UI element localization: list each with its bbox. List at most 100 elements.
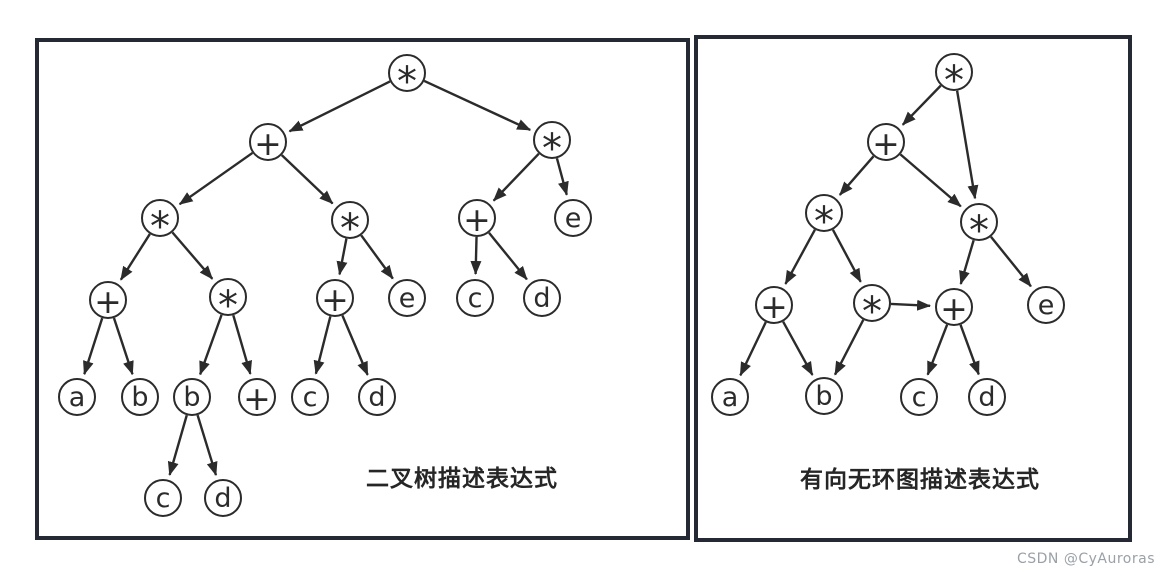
edge-dag-g6-g10 — [833, 319, 865, 376]
binary-tree-node-t15: b — [121, 378, 159, 416]
edge-dag-g5-g10 — [782, 321, 814, 376]
edge-dag-g6-g7 — [890, 299, 932, 311]
node-label: * — [340, 206, 360, 252]
node-label: + — [321, 279, 349, 319]
dag-node-g10: b — [805, 377, 843, 415]
node-label: * — [862, 289, 882, 335]
edge-binary-tree-t2-t4 — [178, 151, 254, 206]
node-label: d — [214, 482, 232, 514]
edge-binary-tree-t9-t17 — [232, 314, 252, 375]
dag-node-g9: a — [711, 378, 749, 416]
node-label: * — [944, 58, 964, 104]
binary-tree-node-t6: + — [458, 199, 496, 237]
binary-tree-node-t18: c — [291, 378, 329, 416]
binary-tree-node-t8: + — [89, 281, 127, 319]
node-label: * — [218, 283, 238, 329]
edge-dag-g1-g2 — [901, 84, 942, 126]
binary-tree-panel — [35, 38, 690, 540]
dag-panel — [694, 35, 1132, 542]
edge-binary-tree-t10-t18 — [313, 316, 332, 375]
dag-node-g3: * — [805, 194, 843, 242]
binary-tree-node-t16: b — [173, 378, 211, 416]
binary-tree-caption: 二叉树描述表达式 — [366, 466, 558, 492]
edge-binary-tree-t4-t9 — [171, 231, 214, 280]
node-label: b — [183, 381, 201, 413]
dag-node-g8: e — [1027, 286, 1065, 324]
edge-dag-g4-g7 — [959, 239, 975, 285]
node-label: a — [68, 381, 86, 413]
edge-binary-tree-t8-t14 — [83, 317, 104, 376]
edge-binary-tree-t1-t3 — [423, 79, 532, 132]
node-label: d — [533, 282, 551, 314]
dag-node-g2: + — [867, 123, 905, 161]
dag-node-g1: * — [935, 53, 973, 101]
edge-binary-tree-t10-t19 — [341, 315, 369, 376]
edge-dag-g2-g4 — [899, 153, 962, 208]
dag-node-g12: d — [968, 378, 1006, 416]
dag-node-g7: + — [935, 288, 973, 326]
node-label: * — [814, 199, 834, 245]
node-label: c — [302, 381, 318, 413]
edge-dag-g4-g8 — [990, 236, 1032, 288]
edge-binary-tree-t2-t5 — [280, 154, 334, 205]
node-label: e — [1037, 289, 1055, 321]
dag-node-g6: * — [853, 284, 891, 332]
edge-dag-g2-g3 — [838, 155, 875, 196]
node-label: * — [397, 59, 417, 105]
node-label: + — [254, 123, 282, 163]
node-label: e — [564, 202, 582, 234]
edge-binary-tree-t6-t13 — [488, 231, 528, 281]
edge-binary-tree-t4-t8 — [119, 233, 151, 281]
node-label: + — [760, 286, 788, 326]
binary-tree-node-t17: + — [238, 378, 276, 416]
edge-dag-g7-g11 — [926, 324, 949, 376]
binary-tree-node-t9: * — [209, 278, 247, 326]
edge-binary-tree-t5-t10 — [336, 238, 348, 276]
binary-tree-node-t13: d — [523, 279, 561, 317]
edge-binary-tree-t3-t6 — [492, 152, 540, 202]
dag-node-g11: c — [900, 378, 938, 416]
binary-tree-node-t20: c — [144, 479, 182, 517]
node-label: c — [155, 482, 171, 514]
edge-binary-tree-t3-t7 — [555, 158, 569, 196]
node-label: + — [94, 281, 122, 321]
node-label: b — [815, 380, 833, 412]
node-label: * — [542, 126, 562, 172]
node-label: d — [978, 381, 996, 413]
binary-tree-node-t19: d — [358, 378, 396, 416]
binary-tree-node-t5: * — [331, 201, 369, 249]
node-label: c — [911, 381, 927, 413]
node-label: + — [463, 199, 491, 239]
node-label: * — [150, 204, 170, 250]
edge-dag-g5-g9 — [739, 321, 767, 377]
edge-binary-tree-t16-t21 — [196, 414, 218, 477]
node-label: d — [368, 381, 386, 413]
dag-caption: 有向无环图描述表达式 — [800, 467, 1040, 493]
node-label: + — [940, 288, 968, 328]
node-label: + — [872, 123, 900, 163]
dag-node-g5: + — [755, 286, 793, 324]
binary-tree-node-t4: * — [141, 199, 179, 247]
edge-binary-tree-t5-t11 — [360, 234, 394, 280]
node-label: c — [467, 282, 483, 314]
edge-binary-tree-t6-t12 — [470, 236, 482, 276]
node-label: b — [131, 381, 149, 413]
binary-tree-node-t21: d — [204, 479, 242, 517]
edge-binary-tree-t9-t16 — [199, 314, 223, 376]
watermark: CSDN @CyAuroras — [1016, 551, 1155, 567]
node-label: e — [398, 282, 416, 314]
node-label: * — [969, 208, 989, 254]
edge-dag-g3-g6 — [831, 229, 862, 283]
binary-tree-node-t12: c — [456, 279, 494, 317]
edge-dag-g1-g4 — [955, 90, 979, 200]
node-label: a — [721, 381, 739, 413]
node-label: + — [243, 378, 271, 418]
edge-dag-g7-g12 — [959, 324, 980, 376]
edge-binary-tree-t8-t15 — [112, 317, 134, 376]
binary-tree-node-t11: e — [388, 279, 426, 317]
edge-binary-tree-t1-t2 — [288, 80, 391, 133]
binary-tree-node-t2: + — [249, 123, 287, 161]
binary-tree-node-t10: + — [316, 279, 354, 317]
